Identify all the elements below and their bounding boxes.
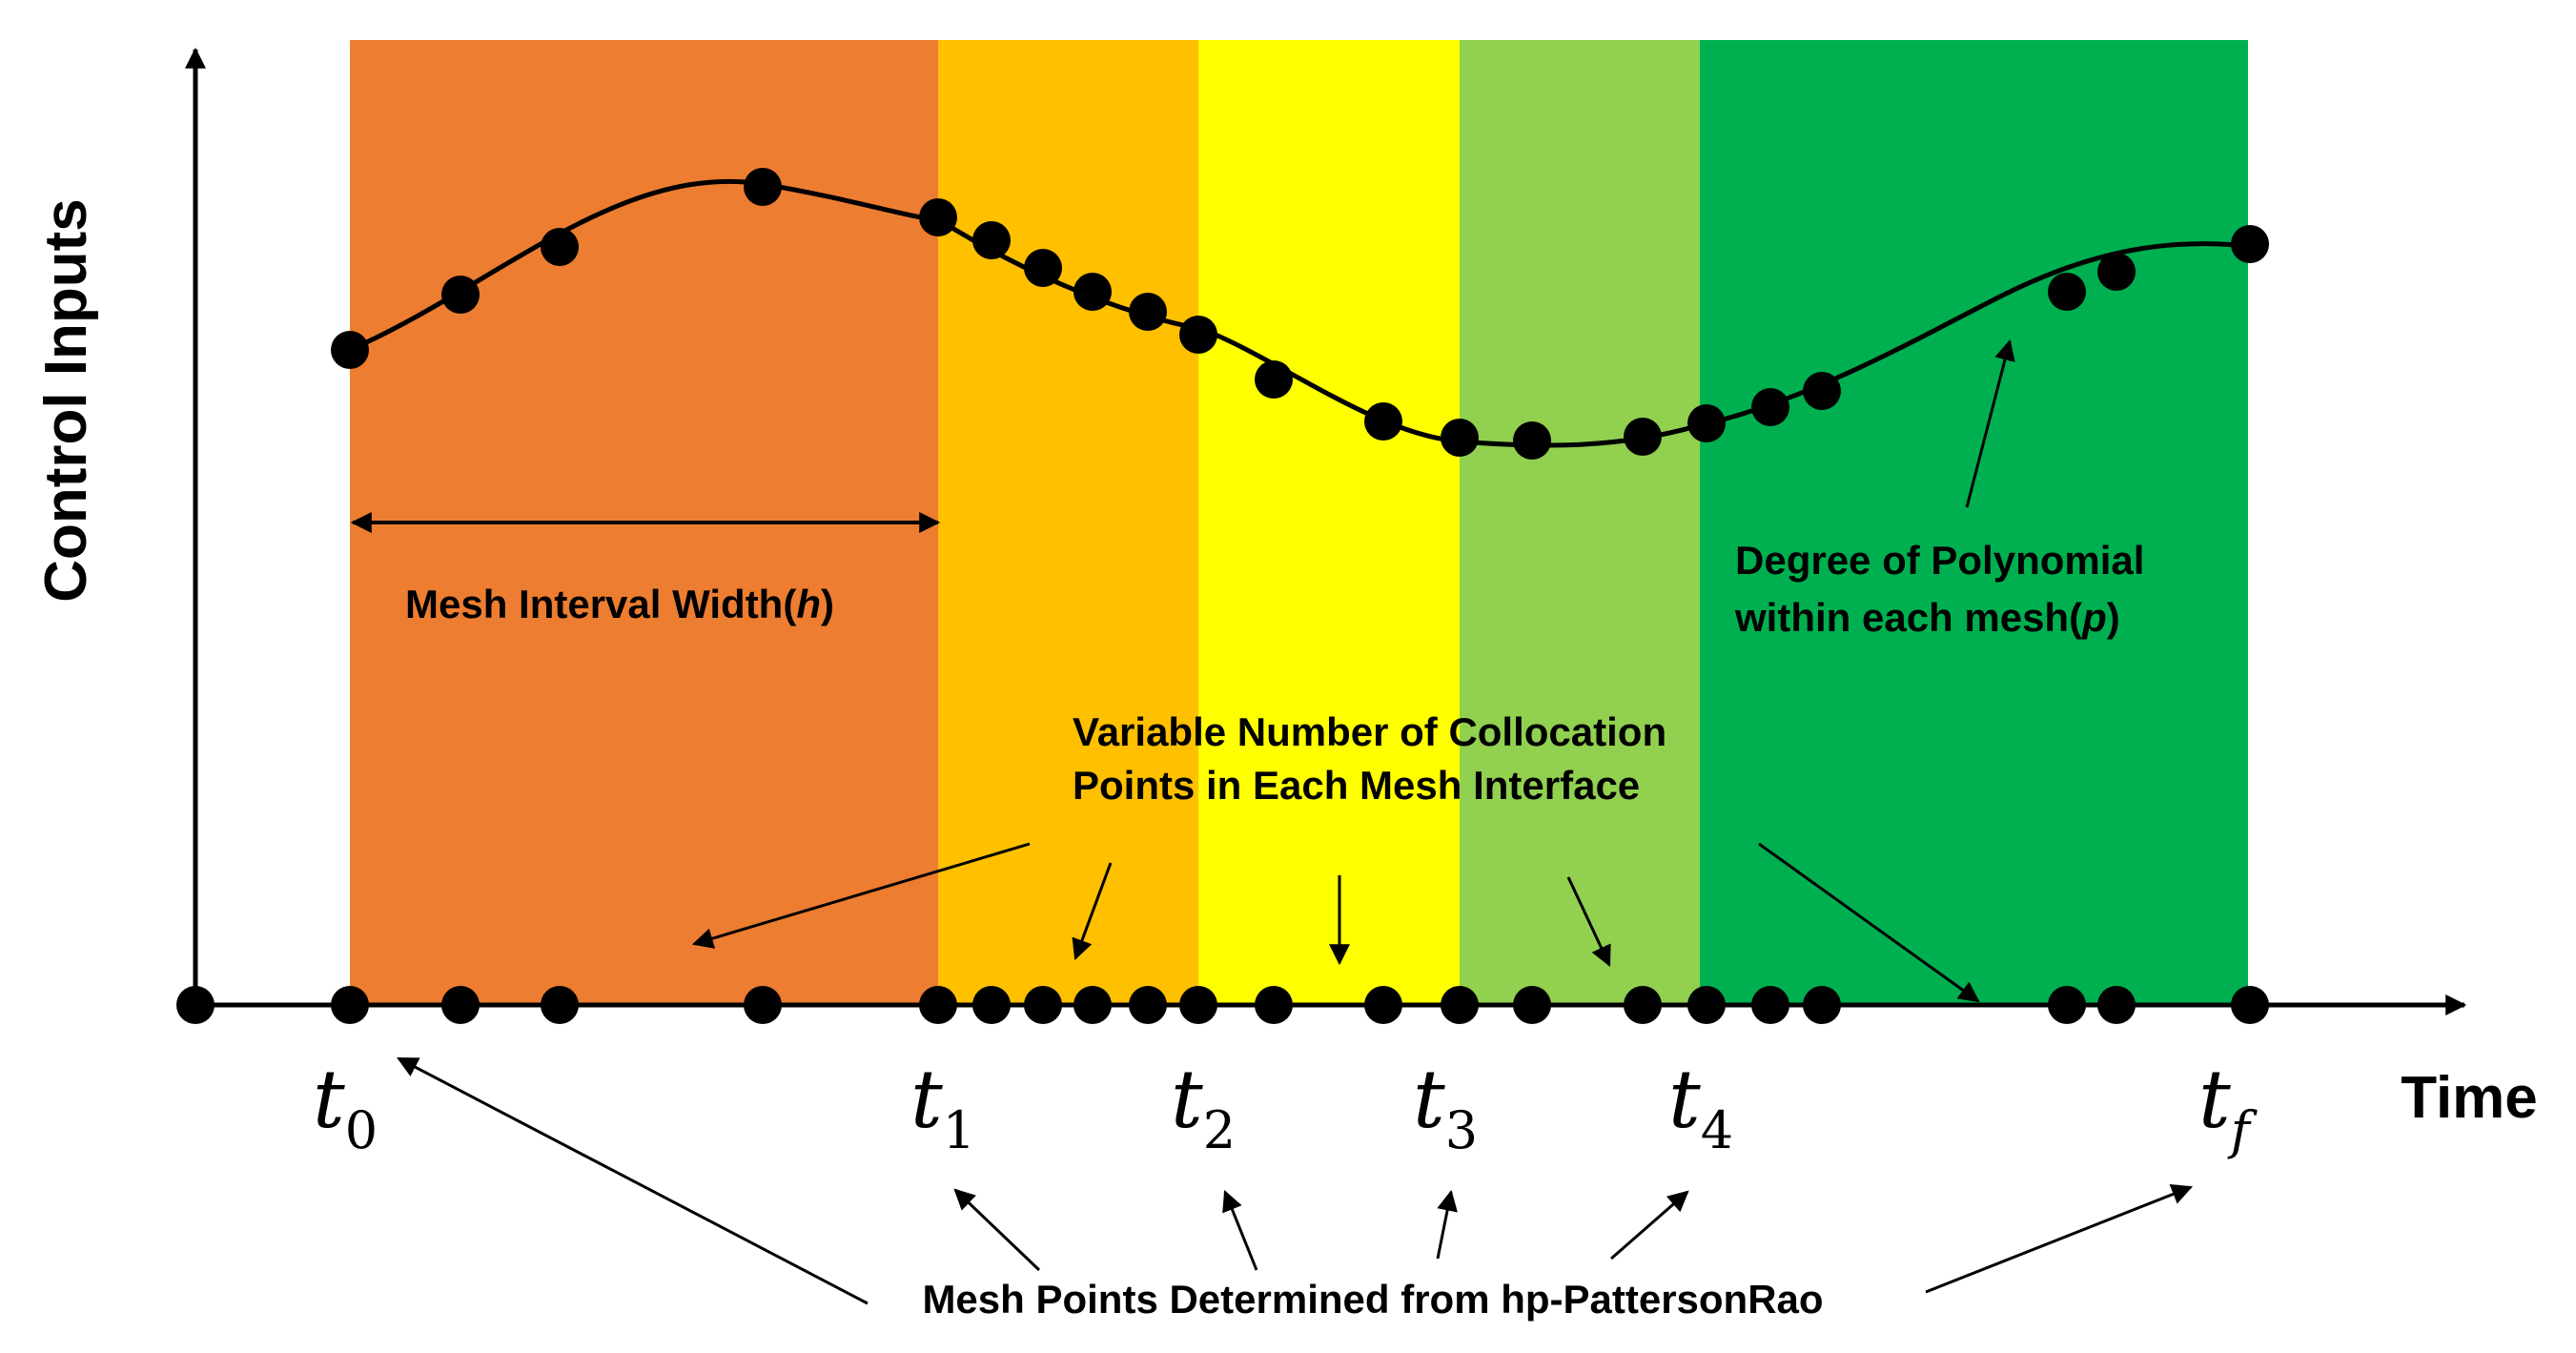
- axis-point: [1129, 986, 1167, 1024]
- mesh-label-t0: t0: [313, 1053, 378, 1160]
- curve-point: [1751, 388, 1789, 426]
- mesh-label-t4: t4: [1668, 1053, 1733, 1160]
- mesh-points-source-label: Mesh Points Determined from hp-Patterson…: [922, 1277, 1823, 1322]
- curve-point: [1024, 249, 1062, 287]
- curve-point: [919, 198, 957, 236]
- collocation-arrow: [1758, 842, 1980, 1003]
- curve-collocation-points: [331, 168, 2269, 460]
- curve-point: [331, 331, 369, 369]
- degree-arrow: [1965, 338, 2015, 508]
- mesh-source-arrow: [1222, 1189, 1258, 1271]
- axis-point: [1687, 986, 1726, 1024]
- curve-point: [1129, 293, 1167, 331]
- curve-point: [441, 276, 480, 314]
- curve-point: [2097, 253, 2136, 291]
- mesh-interval-5-band: [1700, 40, 2248, 1005]
- collocation-arrows: [691, 842, 1980, 1003]
- mesh-interval-4-band: [1460, 40, 1700, 1005]
- axis-point: [1803, 986, 1841, 1024]
- degree-label-line-2: within each mesh(p): [1734, 595, 2120, 640]
- axis-point: [2048, 986, 2086, 1024]
- mesh-interval-2-band: [938, 40, 1198, 1005]
- mesh-label-t1: t1: [910, 1053, 975, 1160]
- axis-point: [1255, 986, 1293, 1024]
- axis-point: [1441, 986, 1479, 1024]
- x-axis-label: Time: [2401, 1065, 2538, 1131]
- mesh-label-t3: t3: [1413, 1053, 1478, 1160]
- collocation-label-line-1: Variable Number of Collocation: [1073, 709, 1666, 754]
- axis-point: [1624, 986, 1662, 1024]
- degree-label-line-1: Degree of Polynomial: [1735, 538, 2144, 583]
- curve-point: [1513, 421, 1551, 460]
- curve-point: [972, 221, 1011, 259]
- y-axis-label: Control Inputs: [33, 198, 99, 603]
- curve-point: [1073, 273, 1112, 311]
- mesh-source-arrow: [1610, 1190, 1689, 1261]
- axis-point: [2231, 986, 2269, 1024]
- axis-point: [1024, 986, 1062, 1024]
- mesh-label-t2: t2: [1171, 1053, 1236, 1160]
- axis-point: [972, 986, 1011, 1024]
- axis-point: [441, 986, 480, 1024]
- curve-point: [1255, 360, 1293, 399]
- curve-point: [1364, 402, 1402, 441]
- time-axis-points: [176, 986, 2269, 1024]
- curve-point: [1624, 418, 1662, 456]
- axis-point: [1513, 986, 1551, 1024]
- axis-point: [1073, 986, 1112, 1024]
- axis-point: [1364, 986, 1402, 1024]
- curve-point: [1687, 404, 1726, 442]
- mesh-source-arrow: [1925, 1184, 2194, 1294]
- curve-point: [541, 228, 579, 266]
- curve-point: [2048, 273, 2086, 311]
- axis-point: [331, 986, 369, 1024]
- mesh-interval-3-band: [1198, 40, 1460, 1005]
- mesh-source-arrow: [397, 1056, 869, 1305]
- axis-point: [1179, 986, 1217, 1024]
- mesh-source-arrow: [1436, 1189, 1458, 1260]
- collocation-arrow: [1566, 876, 1611, 967]
- curve-point: [1803, 372, 1841, 410]
- collocation-arrow: [691, 842, 1031, 949]
- axis-point: [541, 986, 579, 1024]
- collocation-arrow: [1072, 862, 1113, 961]
- axis-point: [744, 986, 782, 1024]
- curve-point: [1179, 316, 1217, 354]
- axis-point: [1751, 986, 1789, 1024]
- mesh-source-arrow: [953, 1188, 1041, 1272]
- mesh-label-tf: tf: [2198, 1053, 2258, 1160]
- curve-point: [744, 168, 782, 206]
- mesh-source-arrows: [397, 1056, 2194, 1305]
- axis-point: [919, 986, 957, 1024]
- axis-point: [176, 986, 215, 1024]
- collocation-label-line-2: Points in Each Mesh Interface: [1073, 763, 1640, 808]
- curve-point: [1441, 419, 1479, 457]
- curve-point: [2231, 225, 2269, 263]
- mesh-width-label: Mesh Interval Width(h): [405, 582, 834, 626]
- axis-point: [2097, 986, 2136, 1024]
